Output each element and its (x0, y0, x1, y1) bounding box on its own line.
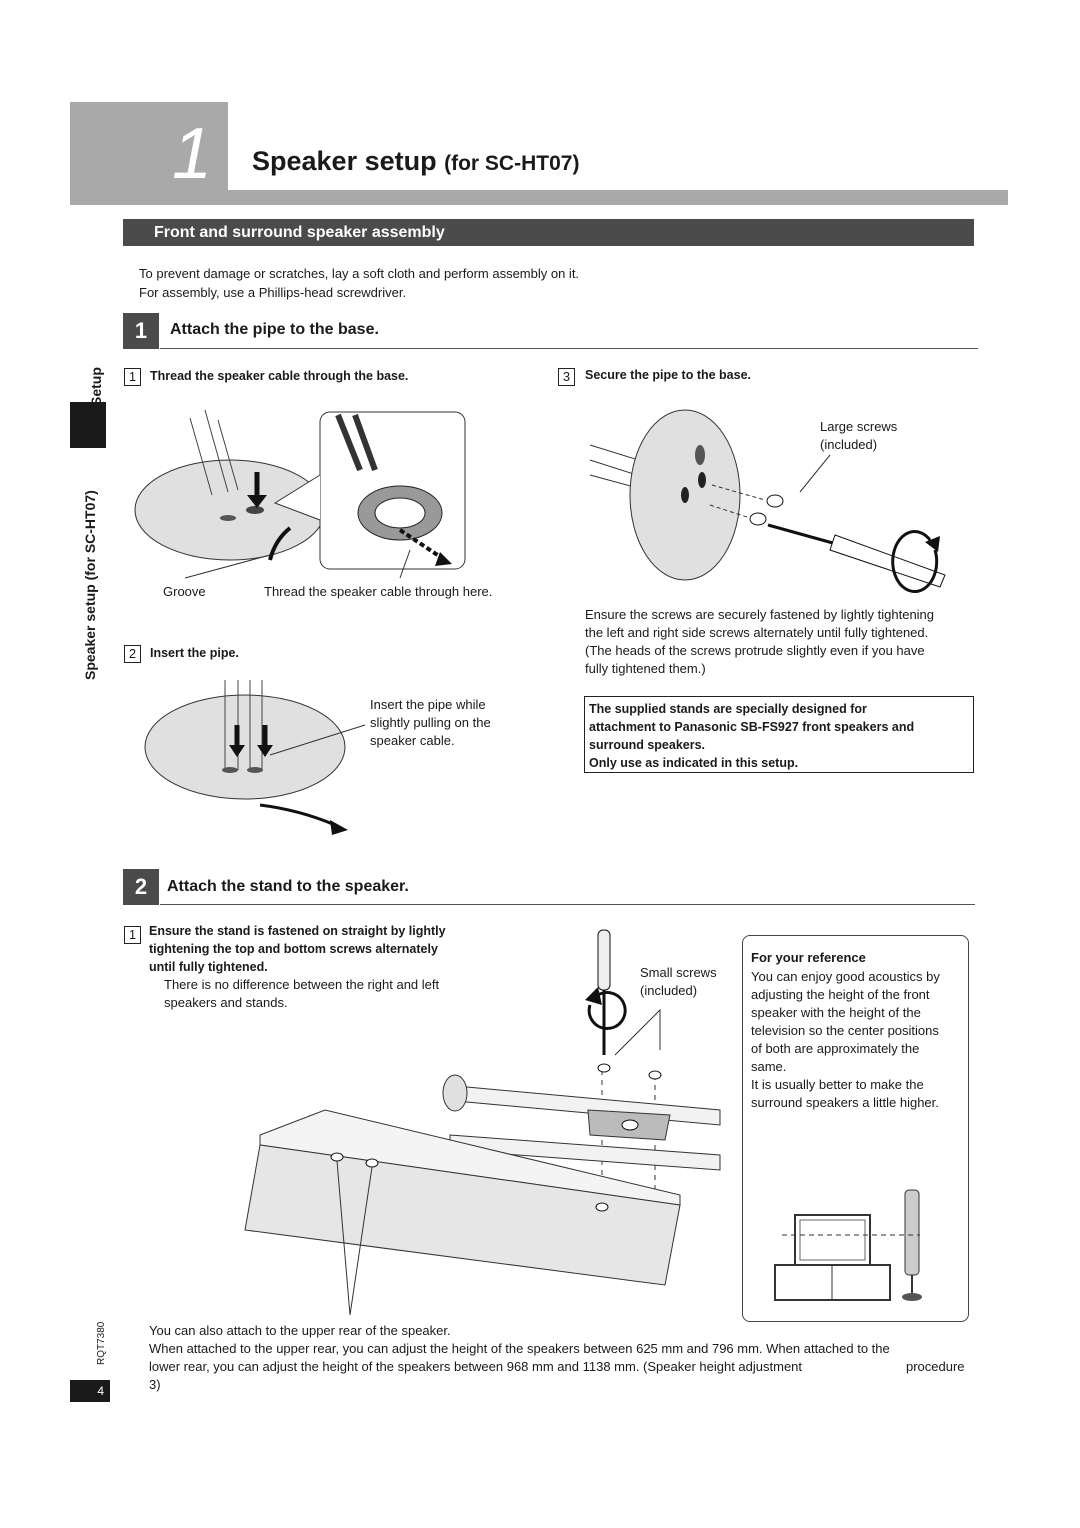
reference-line: speaker with the height of the (751, 1005, 921, 1020)
insert-pipe-note-line-2: slightly pulling on the (370, 715, 491, 730)
step-1-badge: 1 (123, 313, 159, 349)
insert-pipe-note: Insert the pipe while slightly pulling o… (370, 696, 491, 750)
section-heading: Front and surround speaker assembly (123, 219, 974, 246)
title-suffix: (for SC-HT07) (444, 152, 580, 175)
footer-line-1: You can also attach to the upper rear of… (149, 1323, 451, 1338)
reference-text: You can enjoy good acoustics by adjusting… (751, 968, 940, 1112)
chapter-block (70, 102, 228, 205)
substep-2-1-note-line-2: speakers and stands. (164, 995, 288, 1010)
warning-line-3: surround speakers. (589, 738, 706, 752)
ensure-line-1: Ensure the screws are securely fastened … (585, 607, 935, 622)
page-number: 4 (70, 1380, 110, 1402)
side-tab-marker (70, 402, 106, 448)
reference-line: same. (751, 1059, 787, 1074)
reference-line: of both are approximately the (751, 1041, 920, 1056)
speaker-attach-illustration (244, 929, 721, 1316)
base-thread-illustration (134, 409, 466, 579)
page-title: Speaker setup (for SC-HT07) (252, 146, 579, 177)
footer-line-3b: procedure (906, 1359, 965, 1374)
reference-line: You can enjoy good acoustics by (751, 969, 940, 984)
substep-1-1-badge: 1 (124, 368, 141, 386)
substep-2-1-title-line-1: Ensure the stand is fastened on straight… (149, 924, 446, 938)
secure-pipe-illustration (589, 409, 946, 594)
side-chapter-label: Speaker setup (for SC-HT07) (82, 490, 98, 680)
large-screws-label: Large screws (included) (820, 418, 897, 454)
warning-line-1: The supplied stands are specially design… (589, 702, 867, 716)
intro-line-2: For assembly, use a Phillips-head screwd… (139, 285, 407, 300)
label-groove: Groove (163, 584, 206, 599)
small-screws-label: Small screws (included) (640, 964, 717, 1000)
title-underline-bar (228, 190, 1008, 205)
document-code: RQT7380 (96, 1321, 107, 1365)
substep-2-1-title-line-3: until fully tightened. (149, 960, 268, 974)
warning-line-2: attachment to Panasonic SB-FS927 front s… (589, 720, 915, 734)
footer-line-4: 3) (149, 1377, 161, 1392)
ensure-screws-text: Ensure the screws are securely fastened … (585, 606, 934, 678)
substep-2-1-title-line-2: tightening the top and bottom screws alt… (149, 942, 438, 956)
large-screws-line-1: Large screws (820, 419, 898, 434)
substep-1-2-title: Insert the pipe. (150, 646, 239, 660)
reference-line: adjusting the height of the front (751, 987, 930, 1002)
substep-1-3-title: Secure the pipe to the base. (585, 368, 752, 382)
reference-title: For your reference (751, 950, 866, 965)
substep-2-1-note-line-1: There is no difference between the right… (164, 977, 440, 992)
substep-1-1-title: Thread the speaker cable through the bas… (150, 369, 409, 383)
small-screws-line-1: Small screws (640, 965, 717, 980)
warning-line-4: Only use as indicated in this setup. (589, 756, 799, 770)
step-2-title: Attach the stand to the speaker. (167, 878, 409, 895)
reference-line: It is usually better to make the (751, 1077, 924, 1092)
ensure-line-4: fully tightened them.) (585, 661, 706, 676)
substep-1-3-badge: 3 (558, 368, 575, 386)
substep-2-1-note: There is no difference between the right… (164, 976, 439, 1012)
footer-line-3a: lower rear, you can adjust the height of… (149, 1359, 803, 1374)
substep-1-2-badge: 2 (124, 645, 141, 663)
step-1-rule (160, 348, 978, 349)
insert-pipe-illustration (144, 680, 366, 835)
step-2-rule (160, 904, 975, 905)
substep-2-1-badge: 1 (124, 926, 141, 944)
insert-pipe-note-line-1: Insert the pipe while (370, 697, 486, 712)
substep-2-1-title: Ensure the stand is fastened on straight… (149, 922, 446, 976)
tv-speaker-diagram (774, 1189, 922, 1301)
footer-line-2: When attached to the upper rear, you can… (149, 1341, 890, 1356)
step-2-badge: 2 (123, 869, 159, 905)
reference-line: surround speakers a little higher. (751, 1095, 939, 1110)
reference-line: television so the center positions (751, 1023, 939, 1038)
step-1-title: Attach the pipe to the base. (170, 321, 379, 338)
reference-box (742, 935, 969, 1322)
ensure-line-2: the left and right side screws alternate… (585, 625, 929, 640)
ensure-line-3: (The heads of the screws protrude slight… (585, 643, 925, 658)
small-screws-line-2: (included) (640, 983, 698, 998)
warning-box: The supplied stands are specially design… (584, 696, 974, 773)
chapter-number: 1 (172, 114, 213, 194)
intro-line-1: To prevent damage or scratches, lay a so… (139, 266, 580, 281)
title-main: Speaker setup (252, 146, 437, 176)
insert-pipe-note-line-3: speaker cable. (370, 733, 455, 748)
large-screws-line-2: (included) (820, 437, 878, 452)
label-thread-here: Thread the speaker cable through here. (264, 584, 493, 599)
